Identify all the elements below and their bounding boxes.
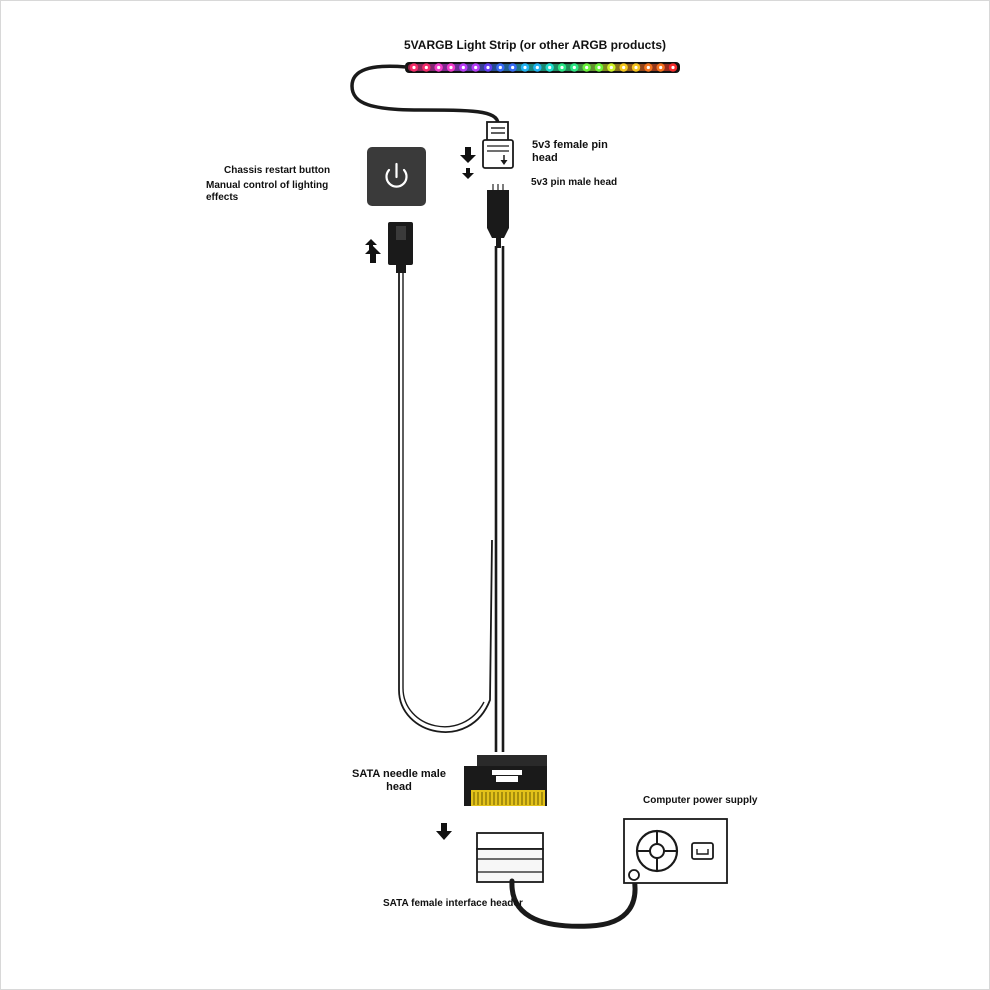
female-pin-head-label: 5v3 female pin head xyxy=(532,139,608,165)
button-cable xyxy=(398,272,493,733)
down-arrow-icon xyxy=(436,823,452,840)
argb-light-strip xyxy=(405,62,680,73)
led-dot-core xyxy=(609,65,613,70)
led-dot-core xyxy=(437,65,441,70)
led-dot-core xyxy=(572,65,576,70)
female-pin-head-connector xyxy=(482,121,514,169)
led-dot-core xyxy=(560,65,564,70)
sata-pins xyxy=(473,792,543,805)
button-plug-connector xyxy=(388,222,413,273)
led-dot-core xyxy=(671,65,675,70)
psu-cable xyxy=(509,875,638,929)
button-cable-second xyxy=(402,272,485,728)
led-dot-core xyxy=(548,65,552,70)
strip-label: 5VARGB Light Strip (or other ARGB produc… xyxy=(404,38,666,52)
sata-needle-male-label: SATA needle male head xyxy=(352,768,446,794)
led-dot-core xyxy=(412,65,416,70)
chassis-restart-label: Chassis restart button xyxy=(224,165,331,176)
led-dot-core xyxy=(449,65,453,70)
led-dot-core xyxy=(424,65,428,70)
down-arrows-icon xyxy=(460,147,476,179)
led-dot-core xyxy=(461,65,465,70)
led-dot-core xyxy=(498,65,502,70)
up-arrows-icon xyxy=(365,239,381,263)
led-dot-core xyxy=(659,65,663,70)
led-dot-core xyxy=(622,65,626,70)
led-dot-core xyxy=(535,65,539,70)
led-dot-core xyxy=(523,65,527,70)
chassis-restart-button xyxy=(367,147,426,206)
led-dot-core xyxy=(634,65,638,70)
led-dot-core xyxy=(486,65,490,70)
manual-control-label: Manual control of lighting effects xyxy=(206,180,329,203)
male-pin-head-label: 5v3 pin male head xyxy=(531,177,618,188)
led-dot-core xyxy=(585,65,589,70)
led-dots xyxy=(409,63,678,72)
male-pin-head-connector xyxy=(487,184,509,248)
strip-cable xyxy=(350,64,500,126)
computer-power-supply xyxy=(623,818,728,884)
led-dot-core xyxy=(597,65,601,70)
sata-female-label: SATA female interface header xyxy=(383,898,523,909)
power-supply-label: Computer power supply xyxy=(643,795,758,806)
led-dot-core xyxy=(646,65,650,70)
sata-male-connector xyxy=(464,755,547,806)
led-dot-core xyxy=(511,65,515,70)
led-dot-core xyxy=(474,65,478,70)
sata-female-connector xyxy=(476,832,544,883)
